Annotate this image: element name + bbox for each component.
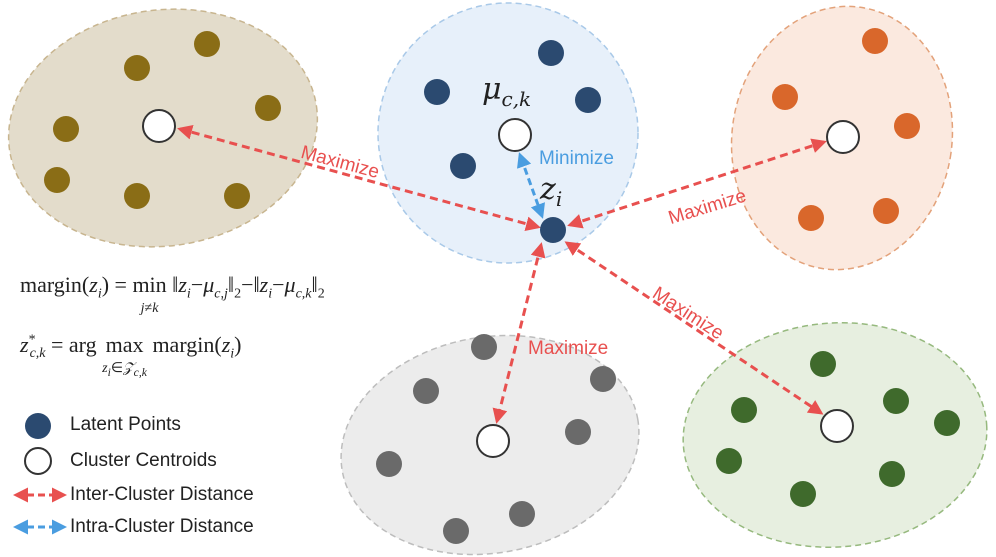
latent-point-zi [540,217,566,243]
inter-cluster-arrows [177,124,827,424]
centroid-green [820,409,854,443]
legend-inter-label: Inter-Cluster Distance [70,484,254,505]
centroid-orange [826,120,860,154]
z-subscript: i [555,187,563,211]
centroid-brown [142,109,176,143]
arrow-to-green [564,241,824,415]
legend-intra-label: Intra-Cluster Distance [70,516,254,537]
minimize-label: Minimize [539,148,614,169]
mu-symbol: μ [482,72,502,107]
centroid-gray [476,424,510,458]
z-symbol: z [540,172,556,207]
maximize-label-gray: Maximize [528,338,609,359]
centroid-blue [498,118,532,152]
zi-label: zi [540,172,562,211]
arrow-to-brown [177,124,541,232]
arrow-to-gray [492,242,546,424]
legend-latent-label: Latent Points [70,414,181,435]
legend-centroids-label: Cluster Centroids [70,450,217,471]
mu-ck-label: μc,k [482,72,531,111]
mu-subscript: c,k [501,87,532,111]
legend-latent-icon [25,413,51,439]
arrow-to-orange [567,138,827,229]
legend-centroid-icon [24,447,52,475]
